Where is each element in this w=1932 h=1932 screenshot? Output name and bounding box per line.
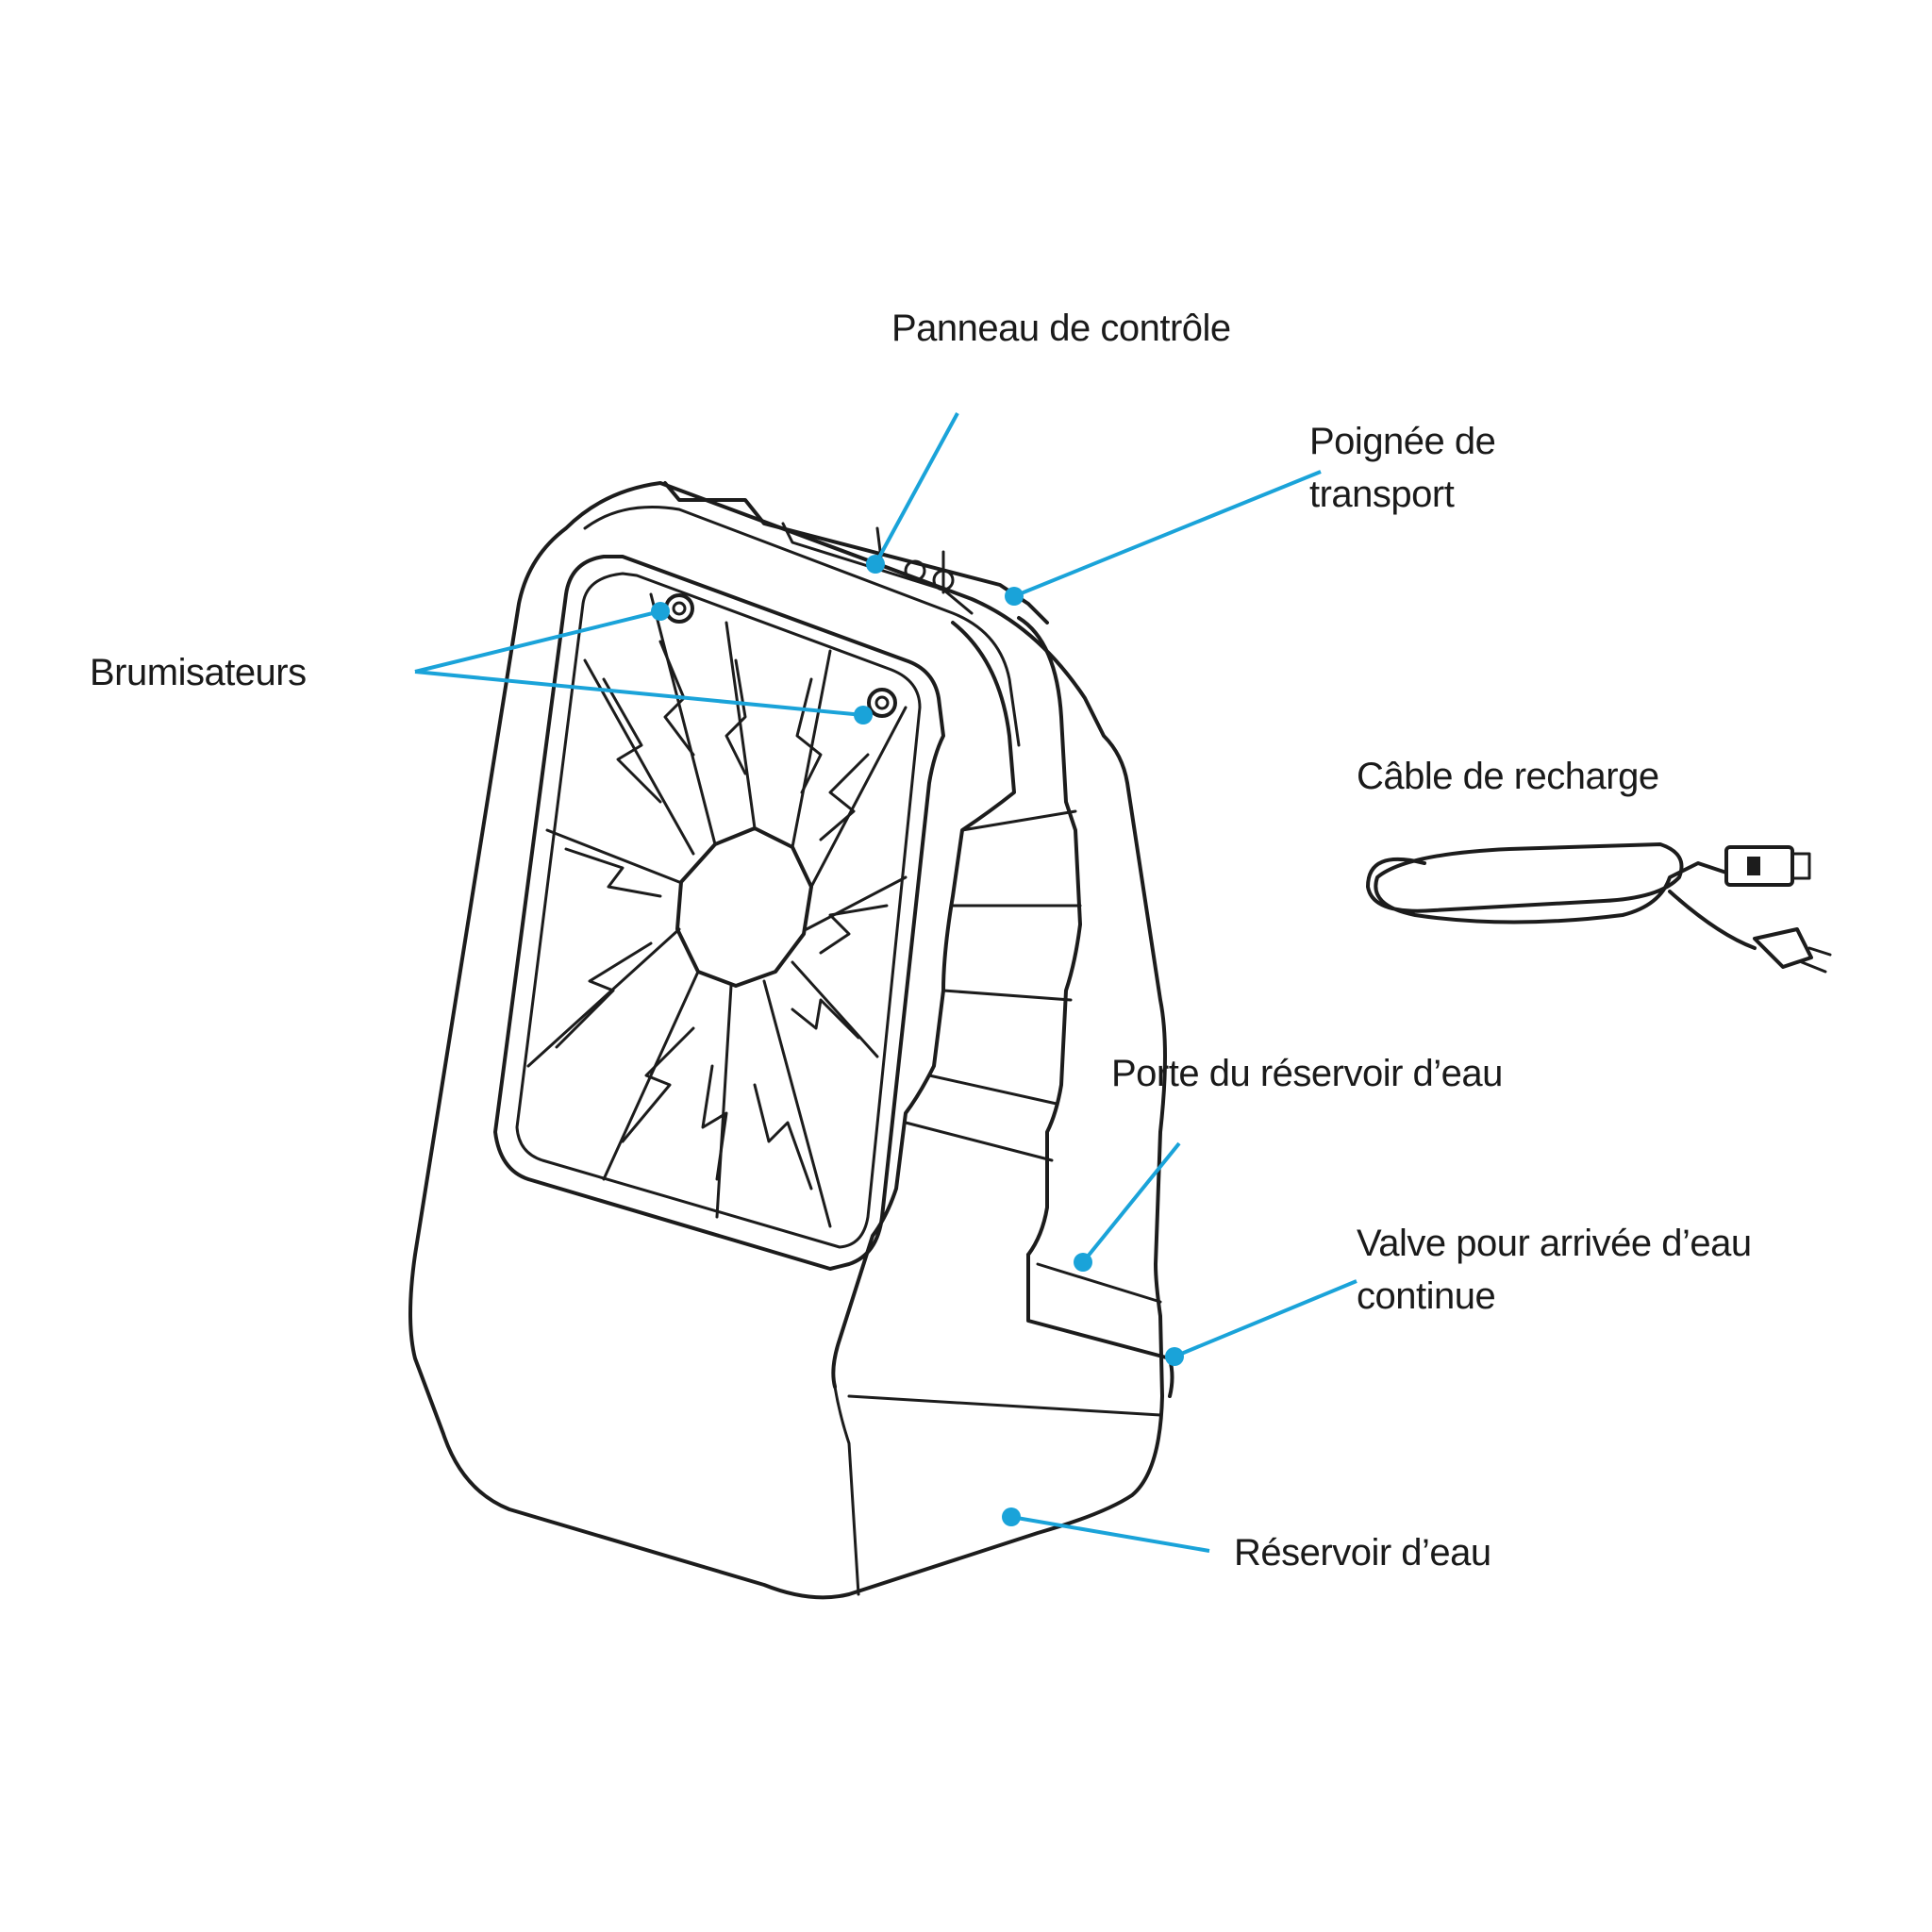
leader-mister-1 (414, 609, 661, 674)
leader-tank-door (1081, 1141, 1181, 1264)
label-water-tank: Réservoir d’eau (1234, 1532, 1491, 1574)
leader-carry-handle (1013, 470, 1322, 598)
pointer-dot-tank-door (1074, 1253, 1092, 1272)
pointer-dot-control-panel (866, 555, 885, 574)
label-charging-cable: Câble de recharge (1357, 756, 1659, 797)
label-continuous-water-valve: Valve pour arrivée d’eau continue (1357, 1223, 1752, 1317)
label-control-panel: Panneau de contrôle (891, 308, 1231, 349)
pointer-dot-mister-2 (854, 706, 873, 724)
leader-mister-2 (414, 670, 864, 717)
fan-grille (493, 555, 945, 1271)
leader-water-tank (1010, 1515, 1210, 1553)
fan-body (408, 481, 1174, 1600)
charging-cable-illustration (1366, 842, 1832, 974)
leader-lines (414, 412, 1357, 1553)
pointer-dot-carry-handle (1005, 587, 1024, 606)
pointer-dot-valve (1165, 1347, 1184, 1366)
label-misters: Brumisateurs (90, 652, 307, 693)
label-tank-door: Porte du réservoir d’eau (1111, 1053, 1503, 1094)
label-carry-handle: Poignée de transport (1309, 421, 1496, 515)
pointer-dot-water-tank (1002, 1507, 1021, 1526)
leader-control-panel (874, 412, 959, 565)
pointer-dot-mister-1 (651, 602, 670, 621)
leader-valve (1174, 1279, 1357, 1358)
